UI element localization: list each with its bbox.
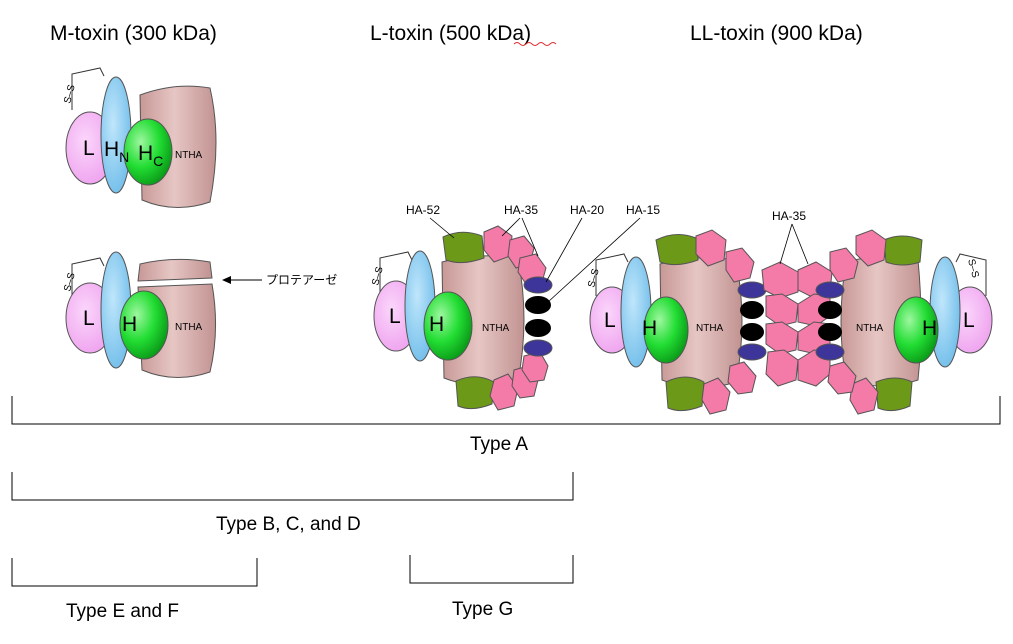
ha15-subunit xyxy=(525,296,551,314)
ha35-label: HA-35 xyxy=(504,203,538,217)
h-label: H xyxy=(642,317,657,340)
m-toxin-nicked: S–S L H NTHA プロテアーゼ xyxy=(62,251,337,379)
ha35-subunit xyxy=(765,321,799,355)
ha15-label: HA-15 xyxy=(626,203,660,217)
ha15-subunit xyxy=(740,301,764,319)
light-chain-label: L xyxy=(83,307,95,330)
h-label: H xyxy=(429,313,444,336)
ll-toxin-title: LL-toxin (900 kDa) xyxy=(690,22,863,45)
disulfide-label: S–S xyxy=(370,265,386,286)
type-bcd-bracket: Type B, C, and D xyxy=(11,472,574,535)
ha35-subunit xyxy=(727,361,757,395)
ha15-pointer xyxy=(547,217,641,303)
light-chain-label: L xyxy=(963,309,975,332)
disulfide-bond xyxy=(379,251,413,294)
ntha-label: NTHA xyxy=(175,322,203,333)
ha52-subunit xyxy=(442,231,485,264)
ha15-subunit xyxy=(818,323,842,341)
ha15-subunit xyxy=(740,323,764,341)
hc-label: HC xyxy=(138,142,163,169)
type-bcd-label: Type B, C, and D xyxy=(216,514,361,535)
disulfide-label: S–S xyxy=(586,267,602,288)
ha35-pointer xyxy=(501,217,521,237)
m-toxin-single-chain: S–S L HN HC NTHA xyxy=(62,67,217,209)
m-toxin-title: M-toxin (300 kDa) xyxy=(50,22,217,45)
light-chain-label: L xyxy=(604,309,616,332)
hc-domain xyxy=(123,118,173,186)
ha35-pointer xyxy=(779,223,793,265)
ntha-label: NTHA xyxy=(856,323,884,334)
ha52-subunit xyxy=(455,376,495,410)
ha15-subunit xyxy=(818,301,842,319)
disulfide-bond xyxy=(955,253,987,296)
ha20-subunit xyxy=(523,339,553,357)
h-domain xyxy=(119,290,169,360)
ha20-subunit xyxy=(815,281,845,299)
type-ef-label: Type E and F xyxy=(66,601,179,622)
type-ef-bracket: Type E and F xyxy=(11,558,258,622)
ha52-subunit xyxy=(883,235,923,266)
disulfide-bond xyxy=(595,253,629,296)
h-domain xyxy=(893,296,939,364)
type-a-label: Type A xyxy=(470,434,528,455)
ha35-pointer xyxy=(521,217,539,257)
ha35-subunit xyxy=(761,261,799,299)
ha35-subunit xyxy=(827,361,857,395)
ha15-subunit xyxy=(525,319,551,337)
ll-toxin: S–S L H NTHA HA-35 S–S xyxy=(586,209,993,415)
ntha-label: NTHA xyxy=(175,150,203,161)
ha20-subunit xyxy=(523,276,553,294)
l-toxin-title: L-toxin (500 kDa) xyxy=(370,22,531,45)
ha35-subunit xyxy=(829,247,859,283)
ha35-subunit xyxy=(849,377,879,415)
ha52-label: HA-52 xyxy=(406,203,440,217)
ha35-subunit xyxy=(489,373,519,411)
ha35-subunit xyxy=(695,229,727,267)
type-a-bracket: Type A xyxy=(11,396,1001,455)
disulfide-label: S–S xyxy=(62,83,78,104)
ha52-subunit xyxy=(665,376,705,412)
disulfide-label: S–S xyxy=(62,271,78,292)
h-label: H xyxy=(922,317,937,340)
ha52-subunit xyxy=(875,377,913,412)
light-chain-label: L xyxy=(83,137,95,160)
protease-label: プロテアーゼ xyxy=(266,273,337,287)
protease-arrowhead xyxy=(222,276,231,284)
ha35-pointer xyxy=(791,223,809,265)
h-domain xyxy=(423,291,473,361)
h-domain xyxy=(643,296,689,364)
ha35-center-label: HA-35 xyxy=(772,209,806,223)
hn-label: HN xyxy=(104,138,129,165)
ntha-label: NTHA xyxy=(482,323,510,334)
h-label: H xyxy=(122,313,137,336)
spellcheck-underline xyxy=(513,42,557,46)
light-chain-label: L xyxy=(389,305,401,328)
ha35-subunit xyxy=(765,349,799,387)
disulfide-bond xyxy=(71,257,105,300)
ntha-label: NTHA xyxy=(696,323,724,334)
ha20-label: HA-20 xyxy=(570,203,604,217)
ha52-subunit xyxy=(655,234,699,266)
disulfide-bond xyxy=(71,67,105,110)
hn-domain xyxy=(620,256,652,368)
ha35-subunit xyxy=(701,377,731,415)
l-toxin: S–S L H NTHA HA-52 HA-35 HA-20 HA-15 xyxy=(370,203,660,411)
ha52-pointer xyxy=(429,217,455,239)
type-g-label: Type G xyxy=(452,599,513,620)
ha20-subunit xyxy=(737,281,767,299)
ha35-subunit xyxy=(765,293,799,327)
ha20-pointer xyxy=(545,217,583,283)
ntha-upper-fragment xyxy=(137,258,213,282)
type-g-bracket: Type G xyxy=(409,555,574,620)
ha20-subunit xyxy=(737,343,767,361)
ha35-subunit xyxy=(855,229,887,267)
ha20-subunit xyxy=(815,343,845,361)
disulfide-label: S–S xyxy=(965,258,981,279)
hn-domain xyxy=(100,76,132,194)
ha35-subunit xyxy=(725,247,755,283)
